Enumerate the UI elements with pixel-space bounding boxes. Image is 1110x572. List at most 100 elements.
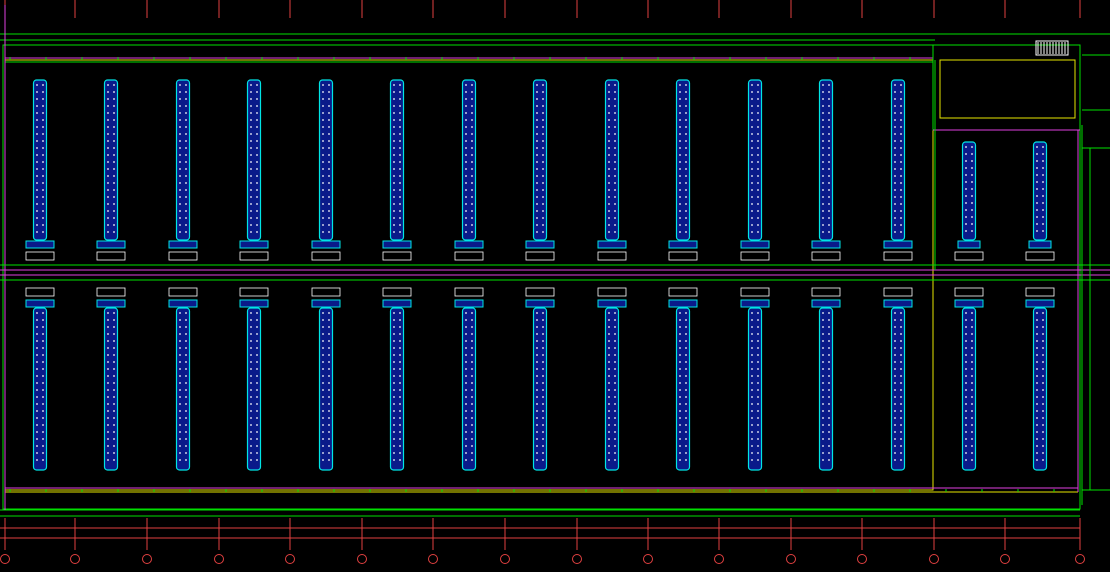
rack-dot bbox=[608, 224, 610, 226]
rack-dot bbox=[250, 112, 252, 114]
rack-dot bbox=[614, 459, 616, 461]
rack-dot bbox=[1036, 459, 1038, 461]
rack-dot bbox=[757, 424, 759, 426]
rack-label-top bbox=[96, 251, 126, 261]
rack-dot bbox=[751, 340, 753, 342]
rack-dot bbox=[685, 112, 687, 114]
rack-dot bbox=[894, 438, 896, 440]
rack-dot bbox=[107, 203, 109, 205]
rack-dot bbox=[179, 326, 181, 328]
rack-dot bbox=[250, 382, 252, 384]
rack-dot bbox=[113, 196, 115, 198]
rack-dot bbox=[328, 319, 330, 321]
rack-dot bbox=[399, 459, 401, 461]
rack-dot bbox=[179, 203, 181, 205]
rack-dot bbox=[894, 347, 896, 349]
rack-dot bbox=[399, 119, 401, 121]
rack-dot bbox=[685, 417, 687, 419]
rack-dot bbox=[393, 140, 395, 142]
rack-dot bbox=[328, 396, 330, 398]
rack-dot bbox=[536, 154, 538, 156]
rack-dot bbox=[751, 119, 753, 121]
rack-dot bbox=[256, 312, 258, 314]
rack-dot bbox=[107, 312, 109, 314]
rack-dot bbox=[894, 312, 896, 314]
rack-dot bbox=[971, 333, 973, 335]
rack-dot bbox=[971, 396, 973, 398]
rack-dot bbox=[685, 347, 687, 349]
rack-dot bbox=[971, 174, 973, 176]
rack-dot bbox=[1042, 333, 1044, 335]
rack-dot bbox=[465, 224, 467, 226]
rack-dot bbox=[179, 319, 181, 321]
rack-dot bbox=[107, 340, 109, 342]
rack-bottom-row bbox=[389, 307, 405, 471]
rack-dot bbox=[328, 98, 330, 100]
rack-dot bbox=[822, 354, 824, 356]
rack-dot bbox=[685, 84, 687, 86]
rack-dot bbox=[751, 333, 753, 335]
rack-dot bbox=[256, 431, 258, 433]
rack-dot bbox=[471, 424, 473, 426]
rack-dot bbox=[542, 403, 544, 405]
rack-dot bbox=[536, 445, 538, 447]
rack-dot bbox=[679, 354, 681, 356]
rack-dot bbox=[757, 231, 759, 233]
rack-dot bbox=[1036, 361, 1038, 363]
rack-dot bbox=[751, 347, 753, 349]
rack-dot bbox=[614, 375, 616, 377]
rack-dot bbox=[465, 147, 467, 149]
rack-dot bbox=[679, 91, 681, 93]
rack-dot bbox=[179, 161, 181, 163]
rack-dot bbox=[900, 347, 902, 349]
rack-dot bbox=[894, 459, 896, 461]
rack-dot bbox=[399, 182, 401, 184]
rack-dot bbox=[1042, 153, 1044, 155]
rack-dot bbox=[608, 119, 610, 121]
rack-dot bbox=[471, 326, 473, 328]
stair-frame bbox=[1035, 40, 1069, 56]
rack-dot bbox=[256, 319, 258, 321]
rack-dot bbox=[42, 161, 44, 163]
rack-dot bbox=[185, 91, 187, 93]
rack-dot bbox=[822, 147, 824, 149]
rack-dot bbox=[757, 161, 759, 163]
rack-dot bbox=[1042, 410, 1044, 412]
rack-dot bbox=[322, 459, 324, 461]
rack-dot bbox=[399, 368, 401, 370]
rack-label-top bbox=[311, 251, 341, 261]
rack-dot bbox=[894, 445, 896, 447]
rack-dot bbox=[42, 403, 44, 405]
rack-dot bbox=[113, 105, 115, 107]
rack-dot bbox=[328, 161, 330, 163]
rack-dot bbox=[1042, 368, 1044, 370]
rack-dot bbox=[465, 182, 467, 184]
rack-dot bbox=[679, 98, 681, 100]
rack-dot bbox=[42, 84, 44, 86]
rack-dot bbox=[42, 326, 44, 328]
rack-dot bbox=[900, 333, 902, 335]
rack-dot bbox=[828, 438, 830, 440]
rack-dot bbox=[113, 133, 115, 135]
rack-dot bbox=[900, 112, 902, 114]
rack-dot bbox=[42, 196, 44, 198]
rack-dot bbox=[113, 333, 115, 335]
rack-dot bbox=[185, 438, 187, 440]
rack-dot bbox=[250, 154, 252, 156]
rack-dot bbox=[471, 161, 473, 163]
rack-dot bbox=[900, 91, 902, 93]
rack-dot bbox=[179, 361, 181, 363]
rack-dot bbox=[179, 196, 181, 198]
rack-dot bbox=[971, 326, 973, 328]
rack-tag-bottom bbox=[740, 299, 770, 308]
rack-dot bbox=[971, 209, 973, 211]
rack-dot bbox=[542, 133, 544, 135]
rack-dot bbox=[608, 354, 610, 356]
rack-dot bbox=[465, 361, 467, 363]
rack-dot bbox=[965, 153, 967, 155]
rack-dot bbox=[471, 182, 473, 184]
rack-bottom-row bbox=[604, 307, 620, 471]
rack-dot bbox=[250, 84, 252, 86]
rack-dot bbox=[393, 424, 395, 426]
